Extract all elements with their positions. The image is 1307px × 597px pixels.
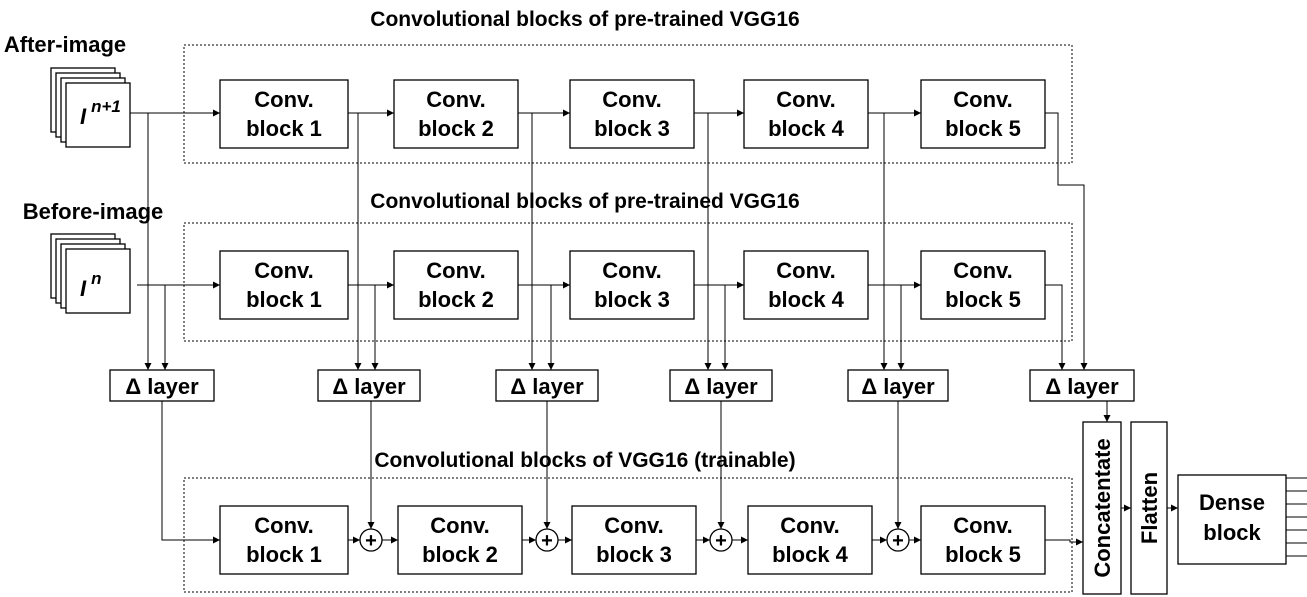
delta-layer-5: Δ layer — [847, 369, 949, 402]
trainable-block-5: Conv. block 5 — [920, 505, 1046, 575]
connector-line — [161, 401, 220, 544]
before-block-5: Conv. block 5 — [920, 250, 1046, 320]
before-pretrained-group — [183, 222, 1073, 342]
after-image-label: After-image — [4, 32, 126, 57]
svg-text:Conv.: Conv. — [602, 87, 661, 112]
svg-text:Dense: Dense — [1199, 490, 1265, 515]
svg-text:Conv.: Conv. — [426, 258, 485, 283]
svg-text:Conv.: Conv. — [426, 87, 485, 112]
connector-line — [1045, 112, 1088, 370]
svg-text:+: + — [365, 530, 377, 552]
svg-text:block 3: block 3 — [596, 542, 672, 567]
svg-text:Flatten: Flatten — [1137, 472, 1162, 544]
before-row-title: Convolutional blocks of pre-trained VGG1… — [370, 190, 799, 213]
after-block-5: Conv. block 5 — [920, 79, 1046, 149]
svg-text:Δ layer: Δ layer — [861, 374, 935, 399]
svg-text:Conv.: Conv. — [776, 87, 835, 112]
add-node-4: + — [886, 528, 910, 552]
svg-text:block 1: block 1 — [246, 116, 322, 141]
after-block-1: Conv. block 1 — [219, 79, 349, 149]
svg-text:Conv.: Conv. — [254, 87, 313, 112]
svg-text:Conv.: Conv. — [430, 513, 489, 538]
after-block-4: Conv. block 4 — [743, 79, 869, 149]
svg-text:block 1: block 1 — [246, 287, 322, 312]
svg-text:+: + — [892, 530, 904, 552]
delta-layer-3: Δ layer — [495, 369, 599, 402]
svg-text:block 3: block 3 — [594, 116, 670, 141]
svg-text:Conv.: Conv. — [953, 87, 1012, 112]
before-image-label: Before-image — [23, 199, 164, 224]
connection-wires — [130, 109, 1307, 557]
add-node-2: + — [535, 528, 559, 552]
dense-block: Dense block — [1177, 474, 1287, 565]
svg-text:Conv.: Conv. — [780, 513, 839, 538]
trainable-row-title: Convolutional blocks of VGG16 (trainable… — [374, 449, 795, 472]
svg-text:block 4: block 4 — [772, 542, 849, 567]
svg-text:Conv.: Conv. — [604, 513, 663, 538]
delta-layer-1: Δ layer — [109, 369, 215, 402]
concatenate-block: Concatentate — [1082, 421, 1122, 595]
trainable-block-4: Conv. block 4 — [747, 505, 873, 575]
svg-text:block 5: block 5 — [945, 287, 1021, 312]
add-node-3: + — [709, 528, 733, 552]
trainable-block-3: Conv. block 3 — [571, 505, 697, 575]
svg-text:block 5: block 5 — [945, 116, 1021, 141]
svg-text:+: + — [541, 530, 553, 552]
svg-text:block 2: block 2 — [422, 542, 498, 567]
svg-text:Δ layer: Δ layer — [510, 374, 584, 399]
trainable-block-2: Conv. block 2 — [397, 505, 523, 575]
svg-text:Conv.: Conv. — [254, 513, 313, 538]
before-block-4: Conv. block 4 — [743, 250, 869, 320]
svg-text:Conv.: Conv. — [602, 258, 661, 283]
before-block-3: Conv. block 3 — [569, 250, 695, 320]
svg-text:Concatentate: Concatentate — [1090, 438, 1115, 577]
svg-text:block 1: block 1 — [246, 542, 322, 567]
after-pretrained-group — [183, 44, 1073, 164]
svg-text:block 2: block 2 — [418, 116, 494, 141]
svg-text:Δ layer: Δ layer — [684, 374, 758, 399]
svg-text:block: block — [1203, 520, 1261, 545]
svg-text:block 4: block 4 — [768, 287, 845, 312]
svg-text:Δ layer: Δ layer — [1045, 374, 1119, 399]
svg-text:block 3: block 3 — [594, 287, 670, 312]
before-block-2: Conv. block 2 — [393, 250, 519, 320]
connector-line — [1045, 284, 1066, 370]
svg-text:+: + — [715, 530, 727, 552]
trainable-block-1: Conv. block 1 — [219, 505, 349, 575]
svg-text:block 4: block 4 — [768, 116, 845, 141]
svg-text:Conv.: Conv. — [953, 513, 1012, 538]
after-block-2: Conv. block 2 — [393, 79, 519, 149]
after-block-3: Conv. block 3 — [569, 79, 695, 149]
svg-text:Δ layer: Δ layer — [125, 374, 199, 399]
svg-text:Conv.: Conv. — [254, 258, 313, 283]
svg-text:Δ layer: Δ layer — [332, 374, 406, 399]
connector-line — [1045, 538, 1083, 546]
svg-text:block 5: block 5 — [945, 542, 1021, 567]
before-block-1: Conv. block 1 — [219, 250, 349, 320]
after-row-title: Convolutional blocks of pre-trained VGG1… — [370, 8, 799, 31]
add-node-1: + — [359, 528, 383, 552]
delta-layer-2: Δ layer — [317, 369, 421, 402]
flatten-block: Flatten — [1130, 421, 1168, 595]
delta-layer-6: Δ layer — [1029, 369, 1135, 402]
trainable-group — [183, 477, 1073, 593]
svg-text:Conv.: Conv. — [953, 258, 1012, 283]
svg-text:block 2: block 2 — [418, 287, 494, 312]
delta-layer-4: Δ layer — [669, 369, 773, 402]
svg-text:Conv.: Conv. — [776, 258, 835, 283]
